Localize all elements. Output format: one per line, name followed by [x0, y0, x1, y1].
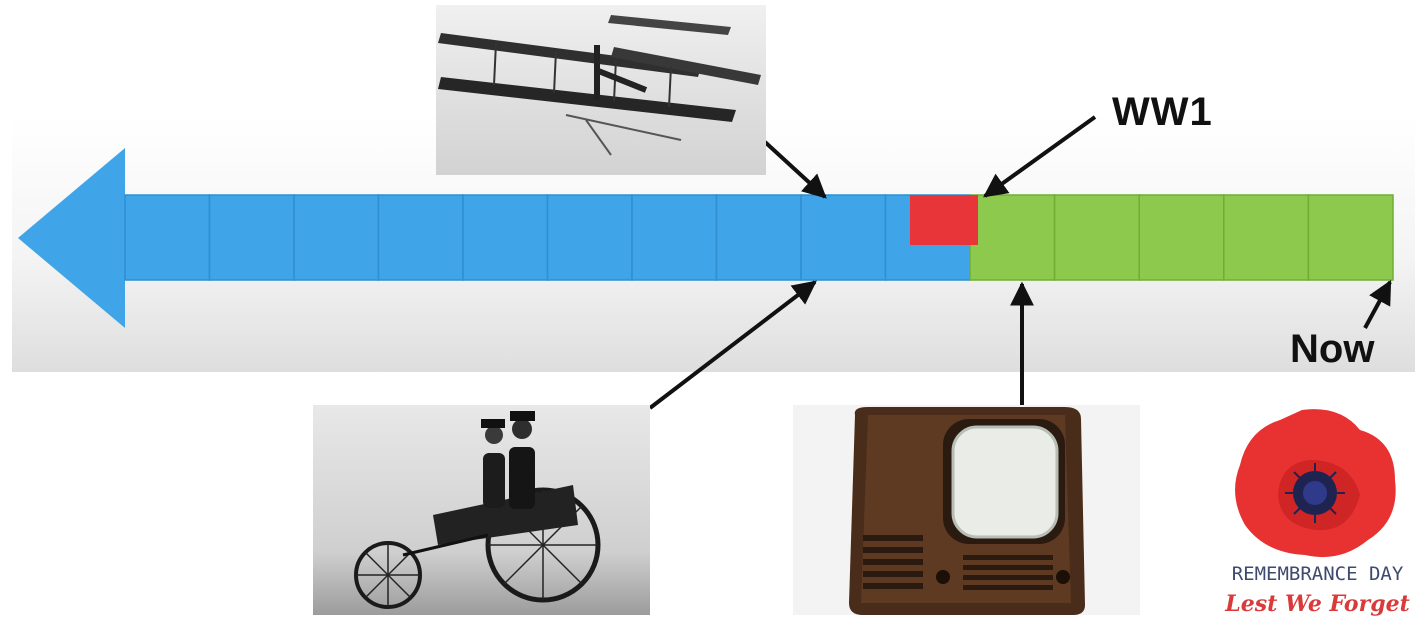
- remembrance-day-title: REMEMBRANCE DAY: [1231, 563, 1404, 585]
- past-segment: [124, 194, 211, 281]
- past-segment: [462, 194, 549, 281]
- timeline-segments: [124, 194, 1394, 281]
- recent-segment: [1307, 194, 1394, 281]
- recent-segment: [1138, 194, 1225, 281]
- past-segment: [631, 194, 718, 281]
- recent-segment: [1053, 194, 1140, 281]
- ww1-label: WW1: [1112, 90, 1213, 134]
- poppy-icon: [1235, 409, 1396, 558]
- past-segment: [293, 194, 380, 281]
- motor-car-photo: [313, 405, 650, 615]
- past-segment: [208, 194, 295, 281]
- past-segment: [546, 194, 633, 281]
- now-arrow: [1363, 279, 1392, 329]
- television-photo: [793, 405, 1140, 615]
- past-segment: [715, 194, 802, 281]
- past-segment: [377, 194, 464, 281]
- now-label: Now: [1290, 327, 1375, 371]
- ww1-arrow: [983, 115, 1097, 198]
- past-segment: [800, 194, 887, 281]
- remembrance-day-logo: REMEMBRANCE DAY Lest We Forget: [1210, 405, 1425, 630]
- recent-segment: [1223, 194, 1310, 281]
- timeline-arrow-head: [18, 148, 125, 328]
- biplane-photo: [436, 5, 766, 175]
- biplane-arrow: [763, 140, 827, 199]
- lest-we-forget-subtitle: Lest We Forget: [1225, 591, 1410, 617]
- ww1-marker: [910, 195, 978, 245]
- recent-segment: [969, 194, 1056, 281]
- motor-car-arrow: [648, 280, 817, 410]
